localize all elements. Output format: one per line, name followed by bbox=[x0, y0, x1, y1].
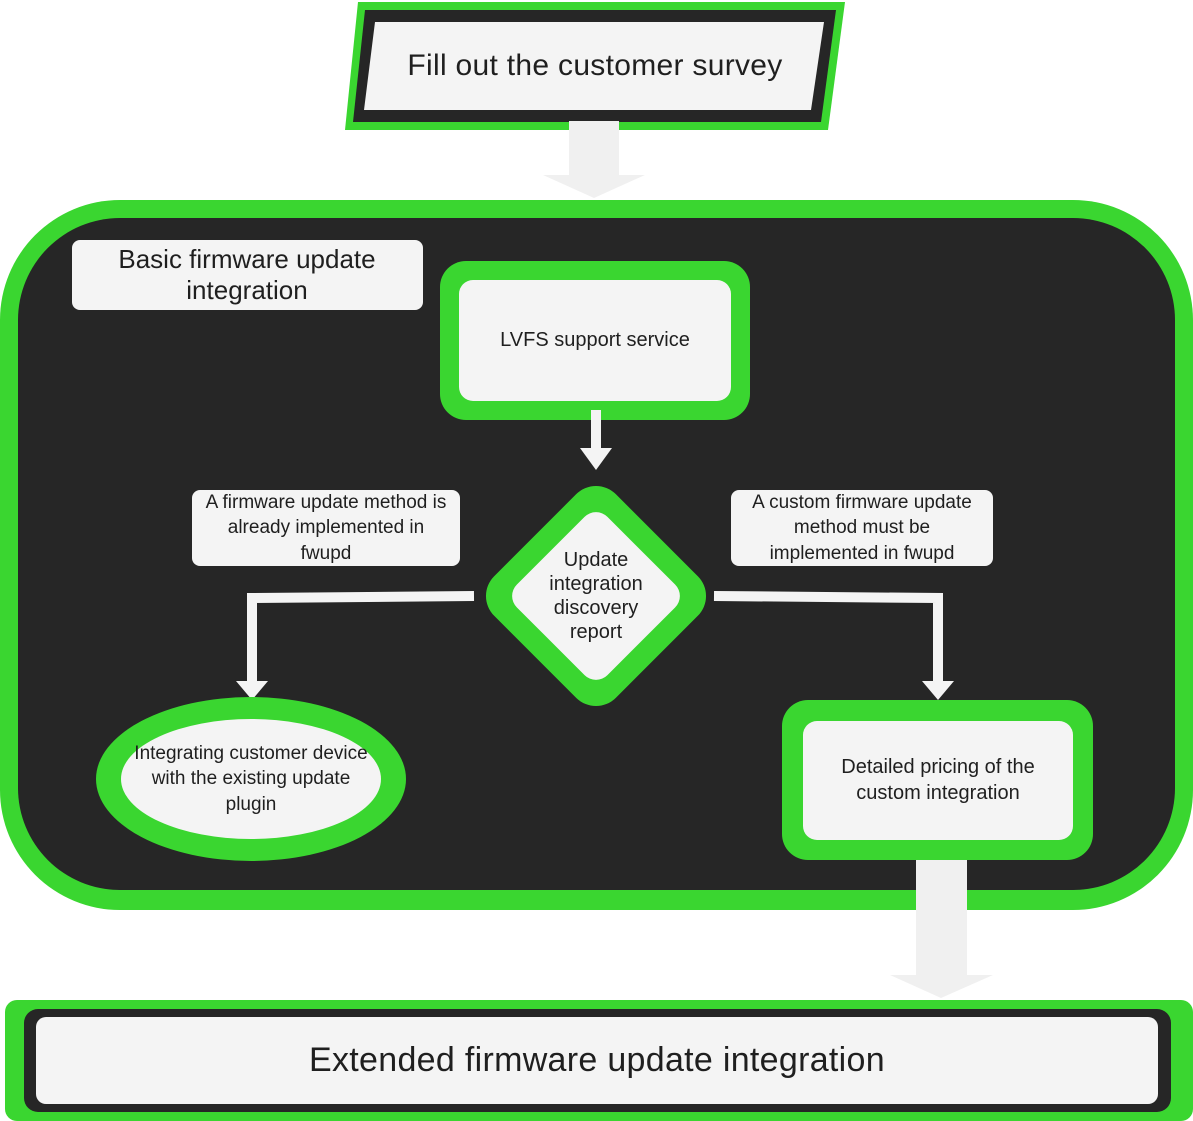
group-label-box bbox=[72, 240, 423, 310]
plugin-label: Integrating customer device with the exi… bbox=[134, 742, 368, 815]
condition-left-label: A firmware update method is already impl… bbox=[205, 491, 447, 564]
arrow-lvfs-to-decision bbox=[580, 410, 612, 470]
pricing-node bbox=[782, 700, 1093, 860]
decision-node bbox=[485, 485, 707, 707]
condition-left-box bbox=[192, 490, 460, 566]
extended-node bbox=[5, 1000, 1193, 1121]
condition-right-box bbox=[731, 490, 993, 566]
decision-label: Update integration discovery report bbox=[549, 549, 643, 643]
condition-right-label: A custom firmware update method must be … bbox=[752, 491, 972, 564]
survey-node bbox=[345, 2, 845, 130]
lvfs-node bbox=[440, 261, 750, 420]
arrow-decision-to-plugin bbox=[236, 591, 475, 700]
survey-label: Fill out the customer survey bbox=[407, 48, 783, 82]
lvfs-label: LVFS support service bbox=[500, 328, 690, 351]
group-label: Basic firmware update integration bbox=[118, 243, 376, 305]
plugin-node bbox=[96, 697, 406, 861]
arrow-survey-to-group bbox=[543, 121, 645, 198]
pricing-label: Detailed pricing of the custom integrati… bbox=[841, 756, 1035, 804]
extended-label: Extended firmware update integration bbox=[309, 1040, 885, 1079]
arrow-decision-to-pricing bbox=[713, 591, 954, 700]
arrow-pricing-to-extended bbox=[890, 860, 993, 998]
